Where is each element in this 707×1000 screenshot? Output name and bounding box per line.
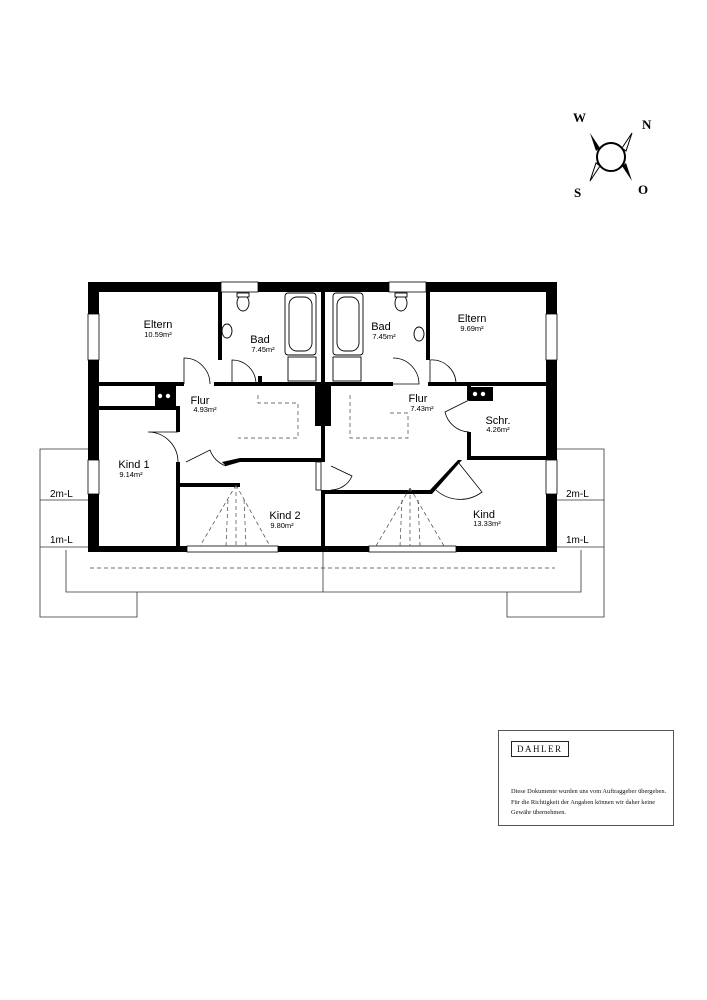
room-left-flur-area: 4.93m² <box>193 405 217 414</box>
walls <box>88 282 557 552</box>
room-labels-left: Eltern 10.59m² Bad 7.45m² Flur 4.93m² Ki… <box>118 319 300 530</box>
room-right-bad-area: 7.45m² <box>372 332 396 341</box>
room-left-bad-area: 7.45m² <box>251 345 275 354</box>
compass-w: W <box>573 110 586 125</box>
roof-outline <box>39 448 605 618</box>
door-swings <box>147 357 483 500</box>
staircase <box>199 484 445 547</box>
disclaimer-box: DAHLER Diese Dokumente wurden uns vom Au… <box>498 730 674 826</box>
compass-rose: W N S O <box>573 110 652 200</box>
room-right-bad-name: Bad <box>371 321 391 333</box>
room-right-flur-area: 7.43m² <box>410 404 434 413</box>
level-right-2m: 2m-L <box>566 489 589 500</box>
room-right-kind-area: 13.33m² <box>473 519 501 528</box>
room-left-eltern-name: Eltern <box>144 319 173 331</box>
compass-s: S <box>574 185 581 200</box>
bathroom-fixtures <box>221 292 425 382</box>
room-right-eltern-area: 9.69m² <box>460 324 484 333</box>
compass-n: N <box>642 117 652 132</box>
chimney-icons <box>157 391 486 399</box>
room-left-eltern-area: 10.59m² <box>144 330 172 339</box>
room-right-flur-name: Flur <box>409 393 428 405</box>
room-right-eltern-name: Eltern <box>458 313 487 325</box>
room-labels-right: Bad 7.45m² Eltern 9.69m² Flur 7.43m² Sch… <box>371 313 510 528</box>
level-right-1m: 1m-L <box>566 535 589 546</box>
room-right-schr-area: 4.26m² <box>486 425 510 434</box>
room-left-kind1-name: Kind 1 <box>118 459 149 471</box>
room-left-flur-name: Flur <box>191 395 210 407</box>
dashed-lines <box>90 395 555 569</box>
level-markers: 2m-L 1m-L 2m-L 1m-L <box>50 489 589 546</box>
room-left-kind2-name: Kind 2 <box>269 510 300 522</box>
room-left-kind1-area: 9.14m² <box>119 470 143 479</box>
windows <box>87 281 558 553</box>
compass-o: O <box>638 182 648 197</box>
room-left-bad-name: Bad <box>250 334 270 346</box>
level-left-2m: 2m-L <box>50 489 73 500</box>
level-left-1m: 1m-L <box>50 535 73 546</box>
disclaimer-text: Diese Dokumente wurden uns vom Auftragge… <box>511 788 667 816</box>
dahler-logo: DAHLER <box>511 741 569 757</box>
room-right-schr-name: Schr. <box>485 415 510 427</box>
room-left-kind2-area: 9.80m² <box>270 521 294 530</box>
room-right-kind-name: Kind <box>473 509 495 521</box>
